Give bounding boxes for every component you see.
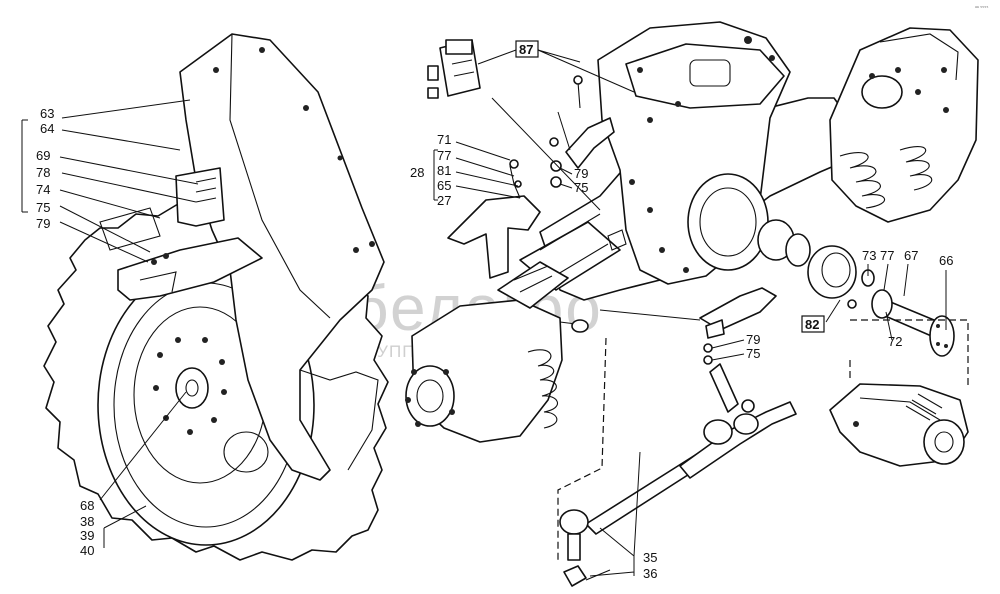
callout-69: 69 bbox=[36, 148, 50, 163]
seal-ring bbox=[807, 245, 857, 299]
callout-75-lower: 75 bbox=[746, 346, 760, 361]
callout-73: 73 bbox=[862, 248, 876, 263]
callout-66: 66 bbox=[939, 253, 953, 268]
callout-27: 27 bbox=[437, 193, 451, 208]
upper-strap bbox=[565, 117, 615, 169]
callout-65: 65 bbox=[437, 178, 451, 193]
wheel-hub bbox=[175, 367, 209, 409]
callout-78: 78 bbox=[36, 165, 50, 180]
callout-72: 72 bbox=[888, 334, 902, 349]
callout-82: 82 bbox=[805, 317, 819, 332]
cover-window bbox=[689, 59, 731, 87]
callout-35: 35 bbox=[643, 550, 657, 565]
callout-79-lower: 79 bbox=[746, 332, 760, 347]
callout-82-box bbox=[801, 315, 825, 333]
shaft-flange bbox=[929, 315, 955, 357]
final-drive-flange bbox=[405, 365, 455, 427]
final-drive-left bbox=[405, 261, 589, 443]
callout-79-upper: 79 bbox=[574, 166, 588, 181]
callout-77: 77 bbox=[437, 148, 451, 163]
coil-spring-left bbox=[527, 349, 558, 429]
callout-67: 67 bbox=[904, 248, 918, 263]
callout-87-box bbox=[515, 40, 539, 58]
top-cover bbox=[625, 43, 785, 109]
callouts: 63 64 69 78 74 75 79 71 77 28 81 65 27 8… bbox=[36, 40, 953, 581]
callout-75-upper: 75 bbox=[574, 180, 588, 195]
callout-64: 64 bbox=[40, 121, 54, 136]
axle-housing bbox=[519, 21, 851, 301]
support-bracket bbox=[447, 195, 541, 279]
callout-28: 28 bbox=[410, 165, 424, 180]
fender-edge bbox=[229, 33, 331, 319]
callout-77-right: 77 bbox=[880, 248, 894, 263]
callout-36: 36 bbox=[643, 566, 657, 581]
callout-63: 63 bbox=[40, 106, 54, 121]
callout-74: 74 bbox=[36, 182, 50, 197]
fender-skirt bbox=[299, 369, 379, 471]
callout-79: 79 bbox=[36, 216, 50, 231]
hub-nut bbox=[185, 379, 199, 397]
corner-mark: ᵃᵃ ⁵⁵⁵⁵ bbox=[975, 5, 988, 11]
steering-arm bbox=[709, 363, 739, 413]
callout-71: 71 bbox=[437, 132, 451, 147]
callout-81: 81 bbox=[437, 163, 451, 178]
group-lines bbox=[557, 319, 969, 562]
leader-lines bbox=[21, 49, 947, 577]
callout-40: 40 bbox=[80, 543, 94, 558]
fender-mount-arm bbox=[117, 237, 263, 301]
callout-38: 38 bbox=[80, 514, 94, 529]
rim-cutout bbox=[223, 431, 269, 473]
small-parts bbox=[427, 39, 969, 467]
coil-spring-right bbox=[839, 152, 886, 209]
callout-75: 75 bbox=[36, 200, 50, 215]
callout-68: 68 bbox=[80, 498, 94, 513]
hub-bolts bbox=[153, 337, 227, 435]
fender-bracket bbox=[175, 167, 225, 227]
callout-87: 87 bbox=[519, 42, 533, 57]
callout-39: 39 bbox=[80, 528, 94, 543]
final-drive-right bbox=[829, 27, 979, 223]
ball-joint bbox=[559, 509, 589, 535]
steering-rod bbox=[559, 363, 797, 587]
